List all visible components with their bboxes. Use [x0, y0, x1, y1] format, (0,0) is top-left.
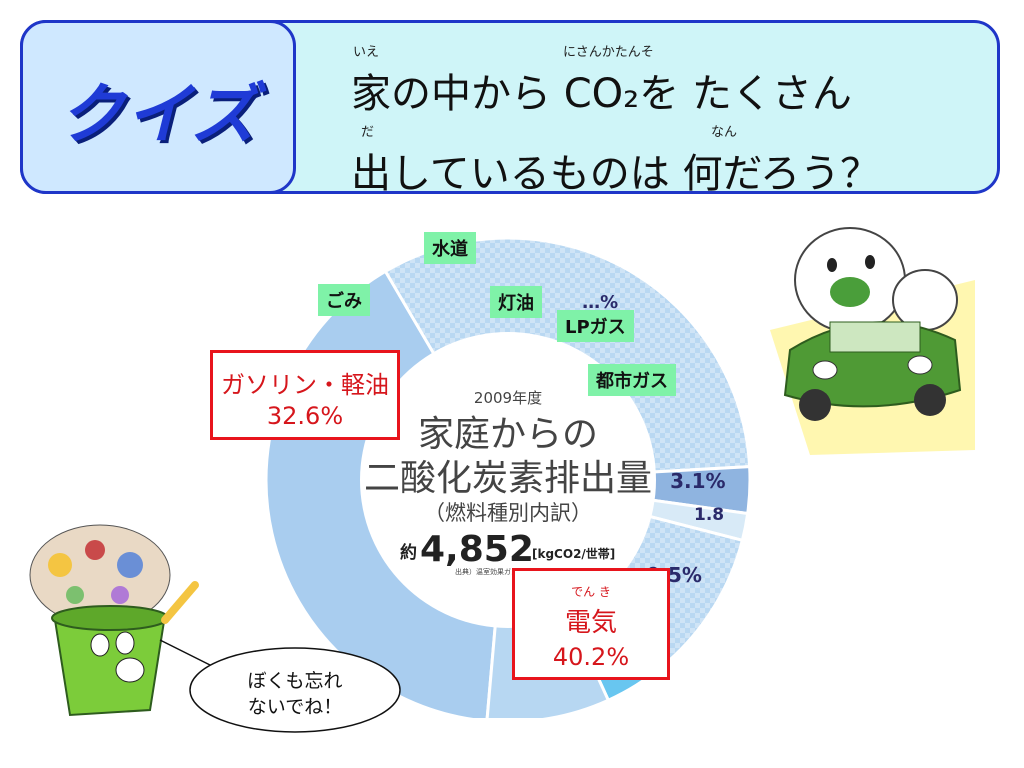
chart-total-prefix: 約: [400, 542, 417, 563]
chart-total-value: 4,852: [420, 529, 534, 570]
ruby-co2: にさんかたんそ: [563, 45, 654, 60]
gasoline-callout: ガソリン・軽油 32.6%: [210, 350, 400, 440]
denki-ruby: でん き: [571, 585, 611, 599]
gasoline-value: 32.6%: [266, 402, 344, 430]
ruby-da: だ: [361, 125, 375, 140]
label-suido: 水道: [424, 232, 476, 264]
speech-bubble-shape: [159, 639, 401, 733]
gasoline-name: ガソリン・軽油: [221, 371, 389, 399]
question-line-1: 家の中から CO₂を たくさん: [351, 71, 852, 117]
ruby-ie: いえ: [353, 45, 380, 60]
chart-source: 出典）温室効果ガス…: [455, 567, 525, 576]
label-lpgas: LPガス: [557, 310, 634, 342]
quiz-title-box: クイズ: [20, 20, 296, 194]
mascot-trash-can-illustration: [29, 524, 199, 717]
denki-callout: でん き 電気 40.2%: [512, 568, 670, 680]
speech-bubble-text: ぼくも忘れ ないでね！: [200, 668, 390, 720]
speech-line-2: ないでね！: [247, 696, 343, 718]
speech-line-1: ぼくも忘れ: [247, 670, 343, 692]
label-touyu: 灯油: [490, 286, 542, 318]
quiz-header: クイズ いえ にさんかたんそ 家の中から CO₂を たくさん だ なん 出してい…: [20, 20, 1000, 197]
question-line-2: 出しているものは 何だろう？: [351, 151, 881, 197]
label-gomi: ごみ: [318, 284, 370, 316]
value-gasoline-ring: …%: [582, 292, 618, 313]
denki-name: 電気: [564, 608, 617, 638]
denki-value: 40.2%: [552, 643, 630, 671]
value-suido: 1.8: [694, 505, 724, 525]
chart-title-line-2: 二酸化炭素排出量: [364, 458, 652, 499]
quiz-title: クイズ: [58, 76, 258, 153]
label-toshigas: 都市ガス: [588, 364, 676, 396]
value-gomi: 3.1%: [670, 469, 725, 493]
mascot-car-illustration: [770, 227, 975, 455]
chart-total-unit: [kgCO2/世帯]: [532, 546, 615, 561]
chart-title-line-1: 家庭からの: [418, 414, 598, 455]
ruby-nan: なん: [711, 125, 738, 140]
chart-year: 2009年度: [474, 389, 542, 407]
chart-subtitle: （燃料種別内訳）: [424, 501, 592, 525]
donut-hole: [360, 332, 656, 628]
